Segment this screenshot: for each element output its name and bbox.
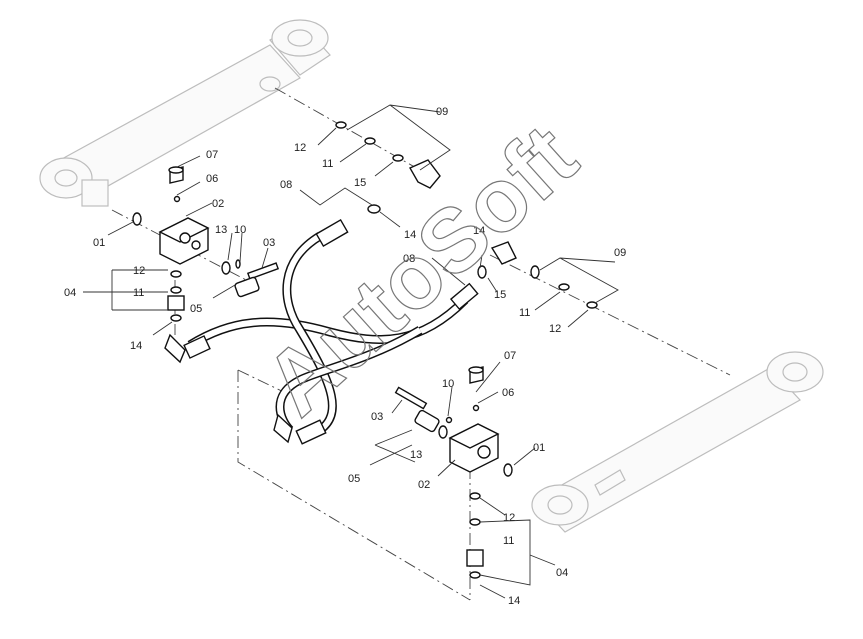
valve-block-upper xyxy=(132,166,280,322)
label-05-upper: 05 xyxy=(190,303,202,315)
label-11-left: 11 xyxy=(133,287,144,299)
label-04-upper: 04 xyxy=(64,287,76,299)
label-11-lower: 11 xyxy=(503,535,514,547)
label-05-lower: 05 xyxy=(348,473,360,485)
label-14-top: 14 xyxy=(404,229,416,241)
label-15-right: 15 xyxy=(494,289,506,301)
label-13-upper: 13 xyxy=(215,224,227,236)
label-12-left: 12 xyxy=(133,265,145,277)
label-03-upper: 03 xyxy=(263,237,275,249)
label-12-top: 12 xyxy=(294,142,306,154)
label-01-lower: 01 xyxy=(533,442,545,454)
label-12-right: 12 xyxy=(549,323,561,335)
label-04-lower: 04 xyxy=(556,567,568,579)
label-02-lower: 02 xyxy=(418,479,430,491)
label-11-right: 11 xyxy=(519,307,530,319)
label-07-upper: 07 xyxy=(206,149,218,161)
label-13-lower: 13 xyxy=(410,449,422,461)
label-01-upper: 01 xyxy=(93,237,105,249)
cylinder-bottom-right xyxy=(531,351,824,533)
callout-labels: 01 02 03 04 05 06 07 08 09 10 11 11 12 1… xyxy=(64,106,626,607)
watermark-text: AutoSoft xyxy=(246,106,595,435)
valve-block-lower xyxy=(394,366,513,579)
label-07-lower: 07 xyxy=(504,350,516,362)
label-08-upper: 08 xyxy=(280,179,292,191)
cylinder-top-left xyxy=(39,19,331,207)
label-02-upper: 02 xyxy=(212,198,224,210)
leader-lines xyxy=(83,104,619,599)
label-06-lower: 06 xyxy=(502,387,514,399)
label-09-right: 09 xyxy=(614,247,626,259)
label-14-lower: 14 xyxy=(508,595,520,607)
label-10-upper: 10 xyxy=(234,224,246,236)
label-14-left: 14 xyxy=(130,340,142,352)
hoses xyxy=(164,218,479,445)
label-15-top: 15 xyxy=(354,177,366,189)
label-09-upper: 09 xyxy=(436,106,448,118)
label-12-lower: 12 xyxy=(503,512,515,524)
label-10-lower: 10 xyxy=(442,378,454,390)
fittings-upper-right xyxy=(335,121,598,309)
label-14-right: 14 xyxy=(473,225,485,237)
label-11-top: 11 xyxy=(322,158,333,170)
label-03-lower: 03 xyxy=(371,411,383,423)
label-06-upper: 06 xyxy=(206,173,218,185)
label-08-right: 08 xyxy=(403,253,415,265)
